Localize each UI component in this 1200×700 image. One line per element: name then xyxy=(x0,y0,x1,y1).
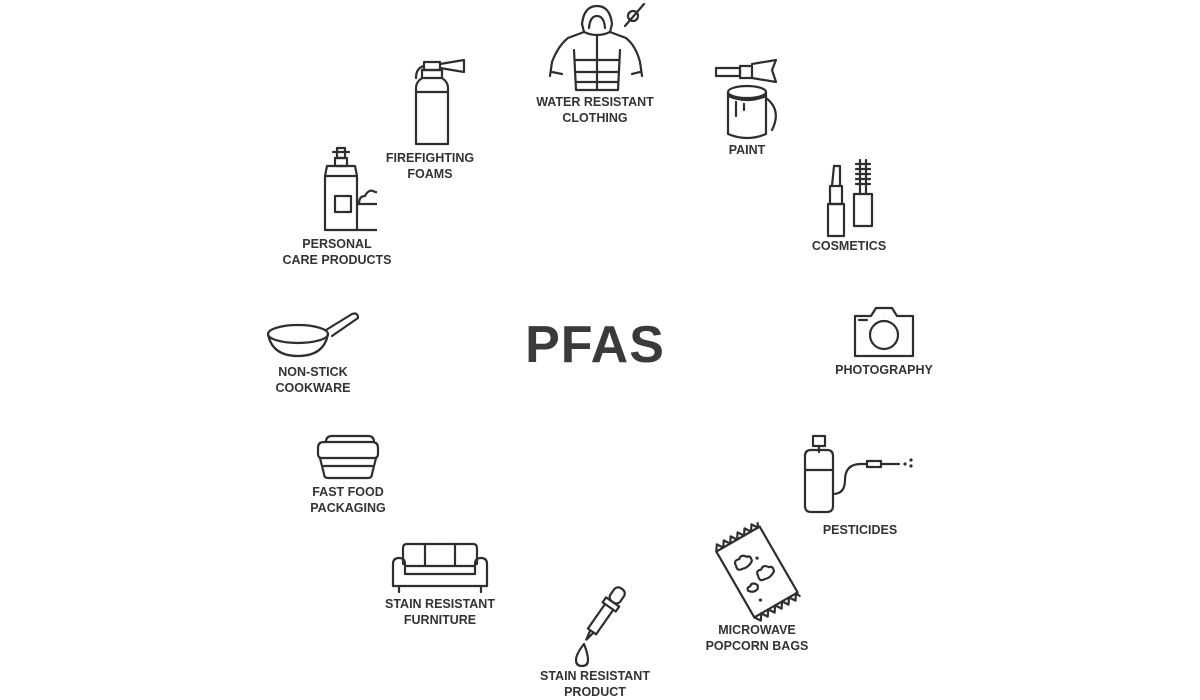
sprayer-icon xyxy=(803,434,913,514)
item-label-line1: STAIN RESISTANT xyxy=(540,669,650,683)
item-label-line1: NON-STICK xyxy=(278,365,348,379)
item-label-line2: PACKAGING xyxy=(310,501,386,515)
item-label-line2: CARE PRODUCTS xyxy=(282,253,392,267)
item-label-line1: PESTICIDES xyxy=(822,523,898,537)
paint-can-icon xyxy=(714,58,778,140)
item-label-line2: PRODUCT xyxy=(564,685,626,699)
diagram-title: PFAS xyxy=(525,316,665,374)
item-paint: PAINT xyxy=(697,58,797,158)
item-label-line1: PERSONAL xyxy=(302,237,372,251)
item-stain-resistant-product: STAIN RESISTANT PRODUCT xyxy=(525,580,665,700)
item-label-line1: COSMETICS xyxy=(811,239,887,253)
cosmetics-icon xyxy=(826,158,874,238)
item-pesticides: PESTICIDES xyxy=(795,432,925,538)
item-label-line2: FURNITURE xyxy=(403,613,477,627)
item-label-line2: COOKWARE xyxy=(275,381,351,395)
lotion-bottle-icon xyxy=(323,146,377,232)
item-label-line1: FIREFIGHTING xyxy=(385,151,475,165)
sofa-icon xyxy=(391,542,489,594)
item-stain-resistant-furniture: STAIN RESISTANT FURNITURE xyxy=(370,540,510,628)
food-box-icon xyxy=(316,434,380,480)
item-label-line1: PHOTOGRAPHY xyxy=(835,363,933,377)
frying-pan-icon xyxy=(266,312,360,358)
item-label-line2: CLOTHING xyxy=(562,111,628,125)
item-label-line1: STAIN RESISTANT xyxy=(385,597,495,611)
item-label-line1: MICROWAVE xyxy=(718,623,796,637)
item-firefighting-foams: FIREFIGHTING FOAMS xyxy=(375,58,485,182)
item-non-stick-cookware: NON-STICK COOKWARE xyxy=(258,308,368,396)
item-cosmetics: COSMETICS xyxy=(804,152,894,254)
dropper-icon xyxy=(574,586,626,668)
fire-extinguisher-icon xyxy=(414,58,466,146)
item-water-resistant-clothing: WATER RESISTANT CLOTHING xyxy=(520,2,670,126)
item-label-line2: FOAMS xyxy=(407,167,453,181)
item-photography: PHOTOGRAPHY xyxy=(829,302,939,378)
item-label-line1: PAINT xyxy=(728,143,766,157)
item-microwave-popcorn-bags: MICROWAVE POPCORN BAGS xyxy=(692,522,822,654)
item-label-line1: FAST FOOD xyxy=(312,485,384,499)
item-label-line1: WATER RESISTANT xyxy=(536,95,654,109)
item-personal-care-products: PERSONAL CARE PRODUCTS xyxy=(277,144,397,268)
camera-icon xyxy=(853,306,915,358)
item-label-line2: POPCORN BAGS xyxy=(705,639,809,653)
popcorn-bag-icon xyxy=(715,522,801,622)
jacket-icon xyxy=(548,2,646,92)
item-fast-food-packaging: FAST FOOD PACKAGING xyxy=(293,428,403,516)
